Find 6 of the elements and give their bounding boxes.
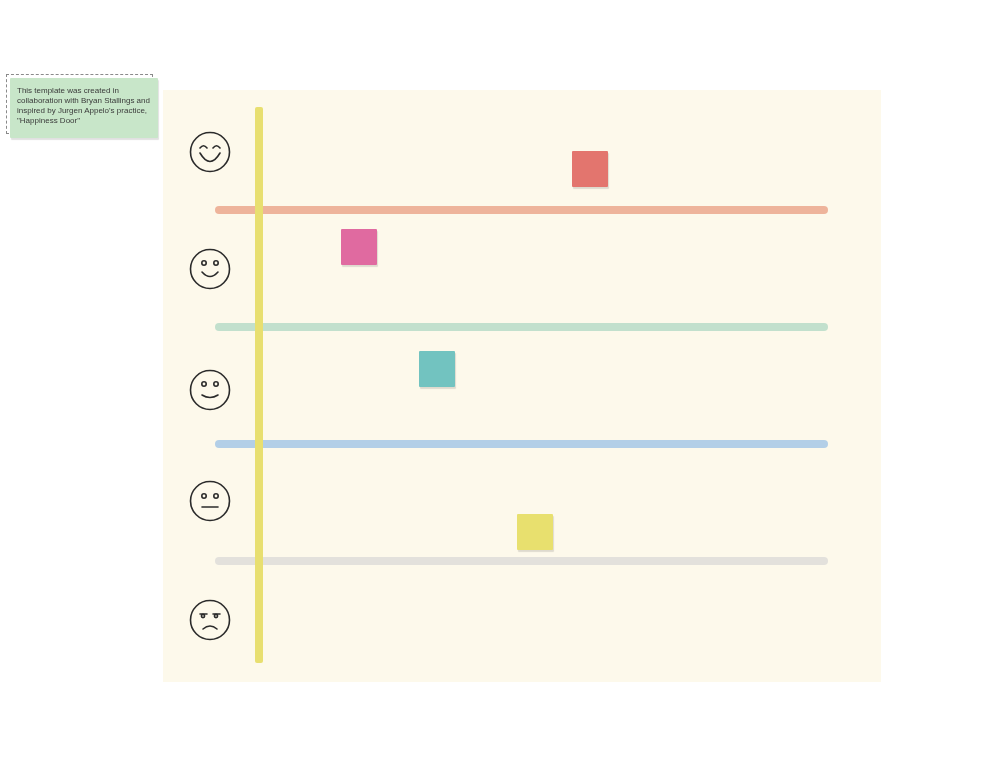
sticky-note bbox=[517, 514, 553, 550]
sticky-note bbox=[341, 229, 377, 265]
sticky-note bbox=[572, 151, 608, 187]
note-card bbox=[10, 78, 158, 138]
note-text: This template was created in collaboration with Bryan Stallings and inspired by Jurgen Appelo's practice, "Happiness Door" bbox=[17, 86, 151, 126]
sticky-note bbox=[419, 351, 455, 387]
